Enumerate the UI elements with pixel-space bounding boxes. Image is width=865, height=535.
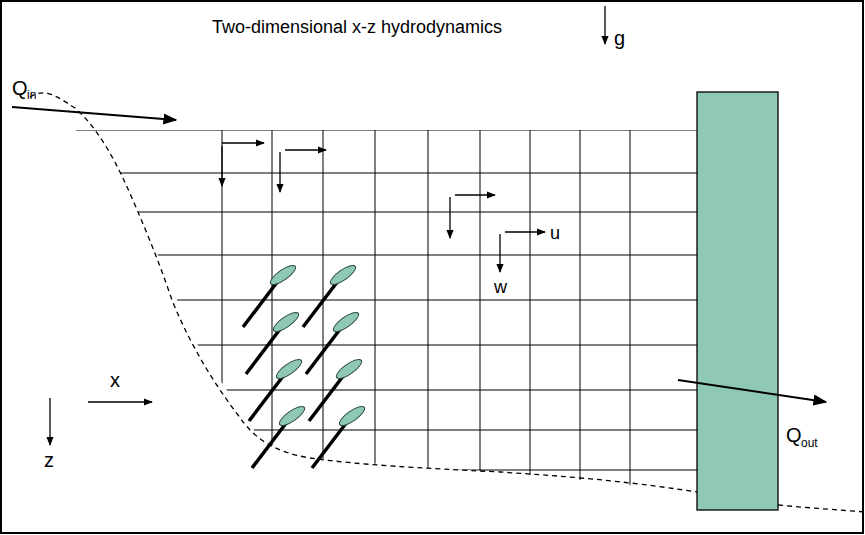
grid-line <box>375 130 376 520</box>
grid-line <box>40 173 697 174</box>
subscript: out <box>801 437 818 449</box>
velocity-symbol: u <box>550 224 560 242</box>
grid-line <box>40 345 697 346</box>
subscript: in <box>27 89 36 101</box>
computational-grid <box>40 130 697 520</box>
axis-label: x <box>110 370 120 390</box>
arrows <box>12 6 826 445</box>
plant <box>312 403 367 468</box>
axis-label: z <box>44 450 54 470</box>
grid-line <box>40 390 697 391</box>
plant <box>252 403 307 468</box>
vegetation <box>243 262 367 468</box>
dam <box>697 92 778 510</box>
grid-line <box>530 130 531 520</box>
grid-line <box>323 130 324 520</box>
grid-line <box>630 130 631 520</box>
grid-line <box>40 130 697 131</box>
grid-line <box>40 255 697 256</box>
bottom-profile <box>30 93 865 512</box>
grid-line <box>272 130 273 520</box>
grid-line <box>40 470 697 471</box>
grid-line <box>480 130 481 520</box>
flow-symbol: Q <box>12 78 28 98</box>
grid-line <box>40 300 697 301</box>
grid-line <box>580 130 581 520</box>
figure-title: Two-dimensional x-z hydrodynamics <box>212 18 502 36</box>
velocity-symbol: w <box>494 278 507 296</box>
grid-line <box>428 130 429 520</box>
gravity-symbol: g <box>614 28 625 48</box>
flow-symbol: Q <box>786 425 802 445</box>
grid-line <box>222 130 223 520</box>
grid-line <box>40 430 697 431</box>
